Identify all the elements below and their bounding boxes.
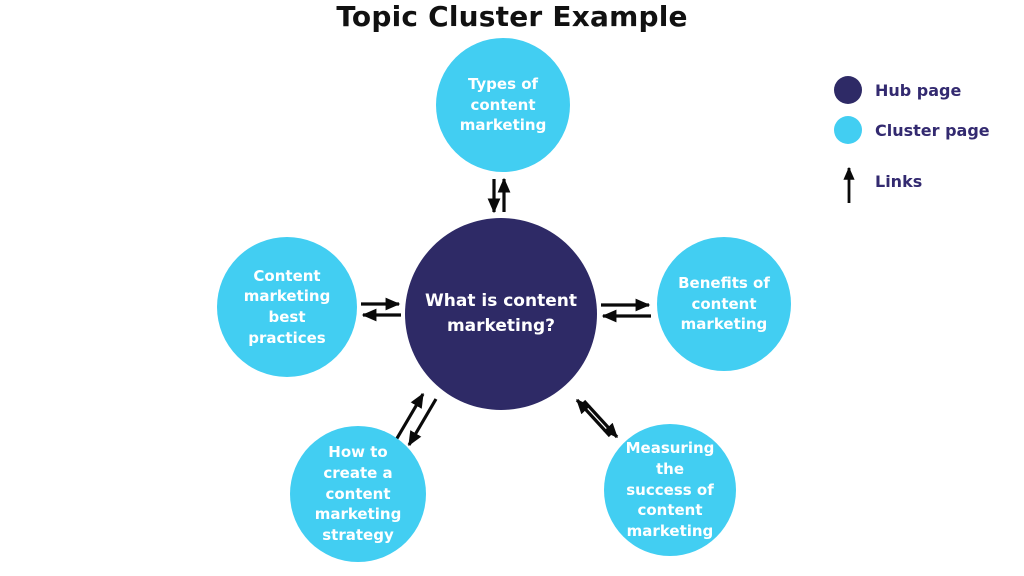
legend-item-hub-page: Hub page: [834, 76, 1004, 104]
legend-label-hub-page: Hub page: [875, 80, 962, 100]
hub-page-swatch-icon: [834, 76, 862, 104]
cluster-node-how-to-create-a-content-marketing-strategy: How to create a content marketing strate…: [290, 426, 426, 562]
arrow-hub-to-bottomright-cluster: [582, 399, 619, 439]
legend-item-links: Links: [834, 156, 1004, 206]
links-arrow-icon: [834, 156, 862, 206]
arrow-hub-to-bottomleft-cluster: [407, 398, 438, 447]
cluster-node-measuring-the-success-of-content-marketing: Measuring the success of content marketi…: [604, 424, 736, 556]
hub-node-what-is-content-marketing: What is content marketing?: [405, 218, 597, 410]
cluster-node-content-marketing-best-practices: Content marketing best practices: [217, 237, 357, 377]
legend-label-links: Links: [875, 171, 923, 191]
legend-label-cluster-page: Cluster page: [875, 120, 990, 140]
legend: Hub page Cluster page Links: [834, 76, 1004, 218]
cluster-node-benefits-of-content-marketing: Benefits of content marketing: [657, 237, 791, 371]
legend-item-cluster-page: Cluster page: [834, 116, 1004, 144]
cluster-page-swatch-icon: [834, 116, 862, 144]
cluster-node-types-of-content-marketing: Types of content marketing: [436, 38, 570, 172]
arrow-bottomleft-cluster-to-hub: [394, 392, 425, 441]
page-title: Topic Cluster Example: [336, 0, 688, 33]
arrow-bottomright-cluster-to-hub: [575, 398, 612, 438]
